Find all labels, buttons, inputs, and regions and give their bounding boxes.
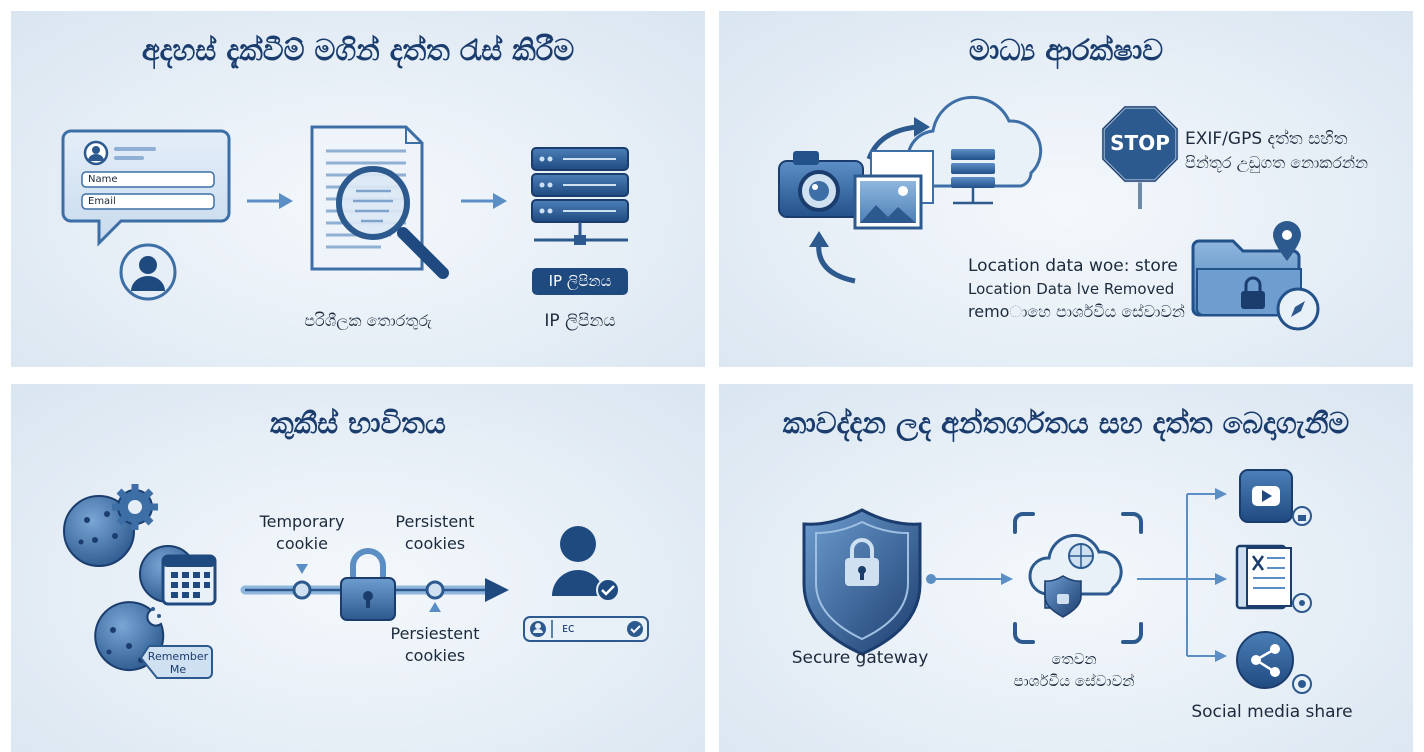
location-text-line2: Location Data lve Removed: [968, 280, 1175, 298]
location-text-line1: Location data woe: store: [968, 256, 1178, 276]
third-party-services-line1: තෙවන: [1051, 650, 1097, 668]
connector-arrow-icon: [926, 573, 1013, 585]
secure-gateway-label: Secure gateway: [791, 648, 929, 668]
media-security-diagram: [778, 95, 1320, 331]
panel-comment-data-collection: අදහස් දැක්වීම් මගින් දත්ත රැස් කිරීම: [11, 11, 705, 367]
comment-flow-diagram: [61, 125, 629, 301]
ip-badge-label: IP ලිපිනය: [548, 272, 612, 290]
persistent-cookies-top-line2: cookies: [404, 534, 466, 553]
login-field-text: ᴇc: [562, 621, 575, 635]
panel-title: කාවද්දන ලද අන්තර්ගතය සහ දත්ත බෙදාගැනීම: [782, 406, 1350, 440]
calendar-icon: [161, 554, 217, 606]
third-party-cloud-icon: [1013, 512, 1143, 644]
gear-icon: [112, 484, 158, 530]
panel-title: මාධ්‍ය ආරක්ෂාව: [968, 33, 1164, 67]
photo-icon: [853, 150, 934, 230]
shield-lock-icon: [802, 508, 922, 656]
persistent-cookies-bottom-line1: Persiestent: [390, 624, 480, 643]
server-icon: [531, 147, 629, 245]
persistent-cookies-top-line1: Persistent: [395, 512, 475, 531]
share-icon: [1236, 631, 1312, 694]
share-branch-arrows: [1215, 488, 1227, 662]
form-email-field: Email: [88, 196, 116, 207]
remember-me-label-line1: Remember: [147, 650, 209, 663]
verified-user-icon: [552, 526, 620, 602]
camera-icon: [778, 151, 864, 218]
social-media-share-label: Social media share: [1191, 702, 1353, 722]
comment-form-icon: [61, 129, 231, 247]
arrow-right-icon: [247, 193, 293, 209]
location-text-line3: remoාහෙ පාර්ශවීය සේවාවන්: [968, 302, 1185, 321]
video-icon: [1239, 469, 1312, 526]
stop-sign-label: STOP: [1110, 131, 1170, 155]
login-field: [523, 616, 649, 642]
padlock-icon: [340, 548, 396, 621]
remember-me-label-line2: Me: [169, 663, 187, 676]
document-export-icon: [1235, 544, 1312, 613]
stop-sign-icon: [1101, 105, 1179, 209]
cycle-arrow-icon: [809, 231, 856, 284]
ip-address-caption: IP ලිපිනය: [544, 311, 616, 331]
form-name-field: Name: [88, 174, 118, 185]
arrow-right-icon: [461, 193, 507, 209]
panel-embedded-content-sharing: කාවද්දන ලද අන්තර්ගතය සහ දත්ත බෙදාගැනීම: [719, 384, 1413, 752]
cloud-server-icon: [906, 95, 1043, 205]
persistent-cookies-bottom-line2: cookies: [404, 646, 466, 665]
panel-media-security: මාධ්‍ය ආරක්ෂාව: [719, 11, 1413, 367]
cookie-diagram: [63, 484, 649, 679]
temporary-cookie-label-line2: cookie: [276, 534, 328, 553]
embedded-content-diagram: [802, 469, 1312, 694]
ip-address-badge: [532, 268, 628, 295]
document-magnifier-icon: [310, 125, 449, 279]
secure-folder-icon: [1191, 221, 1320, 331]
share-branch-lines: [1137, 493, 1217, 657]
temporary-cookie-label-line1: Temporary: [259, 512, 345, 531]
exif-warning-line1: EXIF/GPS දත්ත සහිත: [1185, 129, 1348, 149]
remember-me-tag: [139, 645, 213, 679]
third-party-services-line2: පාර්ශවීය සේවාවන්: [1013, 672, 1135, 690]
user-avatar-icon: [119, 243, 177, 301]
panel-cookie-usage: කුකීස් භාවිතය: [11, 384, 705, 752]
user-info-caption: පරිශීලක තොරතුරු: [304, 311, 432, 330]
panel-title: අදහස් දැක්වීම් මගින් දත්ත රැස් කිරීම: [141, 33, 575, 67]
panel-title: කුකීස් භාවිතය: [270, 406, 446, 440]
exif-warning-line2: පින්තූර උඩුගත නොකරන්න: [1185, 153, 1368, 172]
cookie-icon: [63, 495, 135, 567]
